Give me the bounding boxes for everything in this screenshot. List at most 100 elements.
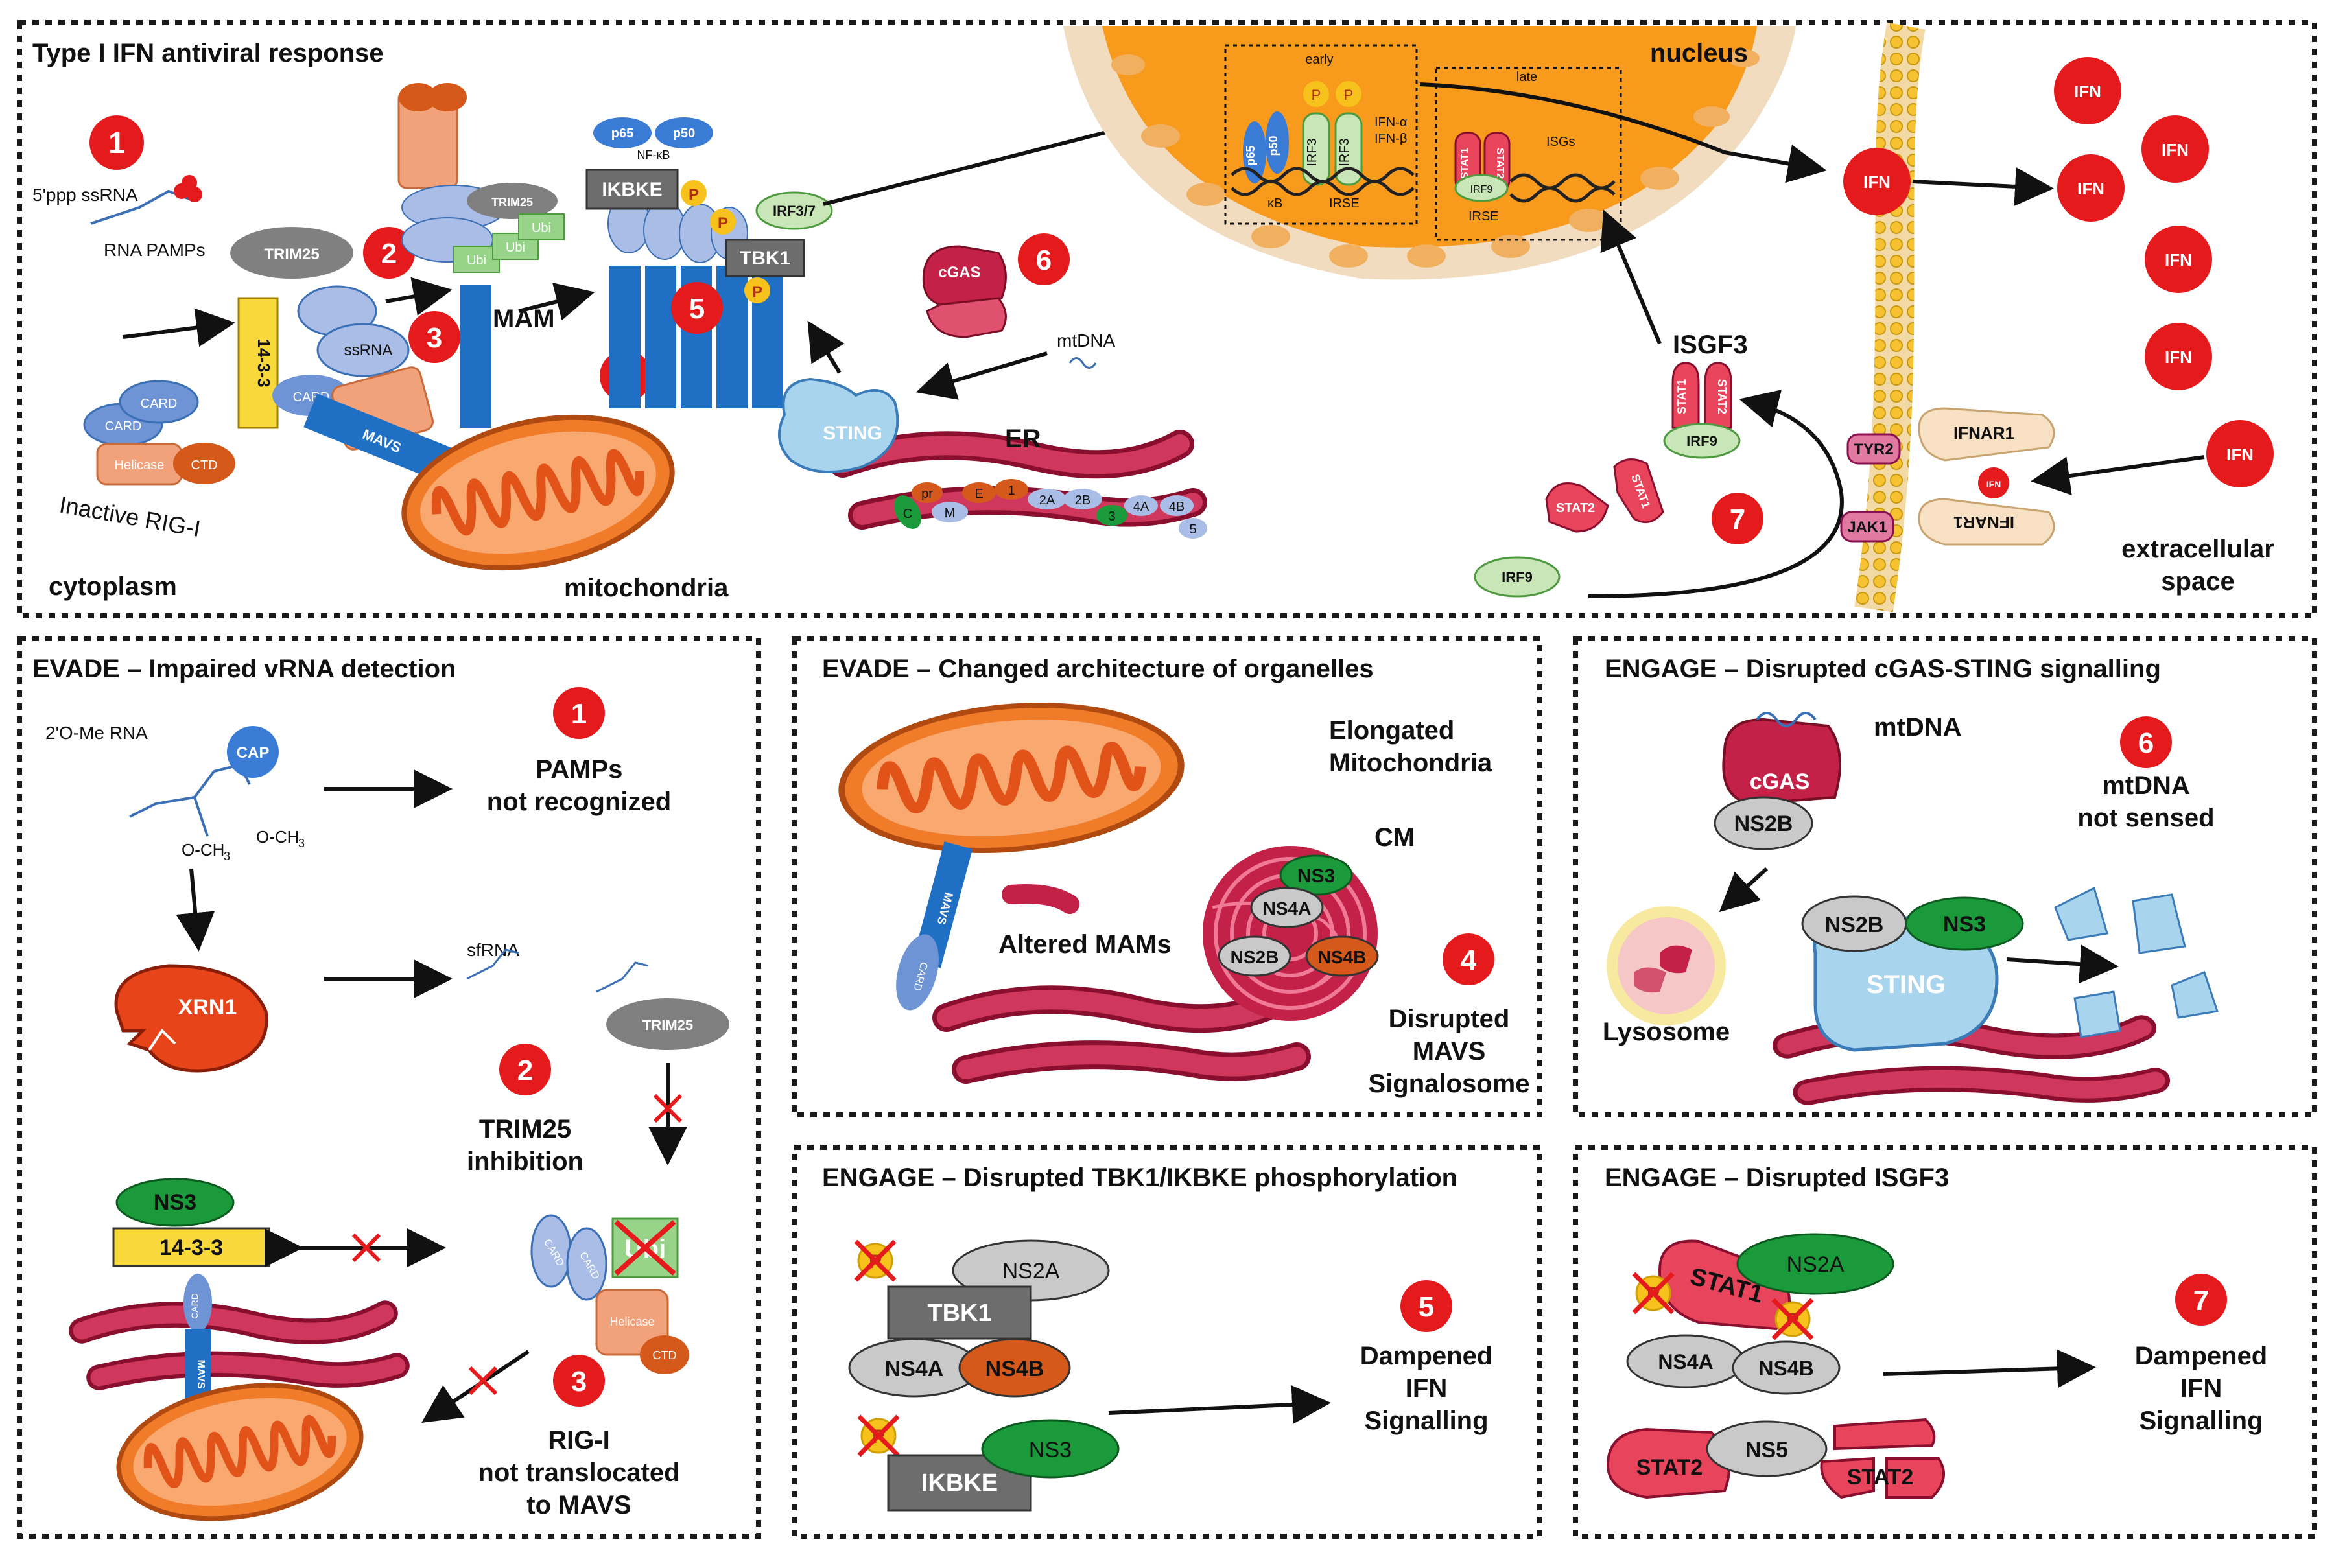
mavs-bar: MAVS bbox=[303, 393, 462, 486]
svg-text:5: 5 bbox=[689, 293, 705, 325]
sting-fragments bbox=[2054, 886, 2219, 1038]
stat2-fragmented: STAT2 bbox=[1820, 1418, 1945, 1499]
panel-title-vrna: EVADE – Impaired vRNA detection bbox=[32, 655, 456, 683]
svg-text:IRF9: IRF9 bbox=[1470, 184, 1493, 195]
svg-text:4B: 4B bbox=[1169, 500, 1185, 514]
svg-text:O-CH: O-CH bbox=[182, 840, 224, 860]
dampened-isgf3-2: IFN bbox=[2180, 1374, 2222, 1403]
ifn-molecule: IFN bbox=[2141, 115, 2209, 183]
arrow-1 bbox=[123, 308, 235, 347]
svg-text:TBK1: TBK1 bbox=[927, 1300, 991, 1327]
svg-text:p65: p65 bbox=[611, 126, 633, 141]
ifn-molecule: IFN bbox=[2145, 323, 2212, 390]
svg-text:5: 5 bbox=[1189, 522, 1196, 537]
viral-polyprotein: C pr M E 1 2A 2B 3 4A 4B 5 bbox=[894, 479, 1207, 539]
svg-text:P: P bbox=[689, 186, 699, 204]
disrupted-label-1: Disrupted bbox=[1389, 1005, 1510, 1033]
svg-text:2B: 2B bbox=[1075, 493, 1090, 508]
mitochondria-label: mitochondria bbox=[564, 574, 729, 602]
panel-title-ifn: Type I IFN antiviral response bbox=[32, 39, 384, 67]
elongated-label-2: Mitochondria bbox=[1329, 749, 1492, 777]
ns3-tbk: NS3 bbox=[981, 1419, 1120, 1479]
svg-text:14-3-3: 14-3-3 bbox=[159, 1235, 223, 1260]
ns4b-cm: NS4B bbox=[1305, 935, 1379, 977]
svg-text:STAT2: STAT2 bbox=[1847, 1465, 1914, 1490]
svg-text:IRF9: IRF9 bbox=[1686, 433, 1717, 449]
cytoplasm-label: cytoplasm bbox=[49, 572, 177, 601]
inactive-rig-i-label: Inactive RIG-I bbox=[58, 491, 203, 543]
svg-text:IFN: IFN bbox=[2226, 445, 2254, 464]
stat2-free: STAT2 bbox=[1545, 482, 1609, 533]
svg-text:IRF3: IRF3 bbox=[1305, 138, 1319, 166]
arrow-to-lysosome bbox=[1719, 867, 1769, 913]
svg-text:3: 3 bbox=[298, 837, 305, 850]
stat2-isgf3: STAT2 bbox=[1606, 1427, 1730, 1499]
svg-text:Helicase: Helicase bbox=[609, 1315, 654, 1328]
plasma-membrane bbox=[1854, 22, 1926, 613]
svg-text:STAT2: STAT2 bbox=[1715, 379, 1728, 414]
trim25-oval: TRIM25 bbox=[230, 227, 353, 279]
arrow-ifn-out bbox=[1419, 82, 1827, 183]
svg-text:p50: p50 bbox=[673, 126, 695, 141]
badge-5: 5 bbox=[671, 282, 723, 334]
svg-text:STAT1: STAT1 bbox=[1675, 379, 1688, 414]
svg-text:IFNAR1: IFNAR1 bbox=[1953, 423, 2014, 443]
svg-text:NS4B: NS4B bbox=[1758, 1357, 1813, 1380]
svg-text:ssRNA: ssRNA bbox=[344, 342, 393, 359]
svg-text:IRSE: IRSE bbox=[1329, 196, 1360, 211]
mtdna-header: mtDNA bbox=[1874, 713, 1962, 742]
svg-text:NF-κB: NF-κB bbox=[637, 148, 670, 161]
sfrna-strand bbox=[466, 948, 519, 980]
block-mark-trim25 bbox=[653, 1094, 683, 1123]
ns2b-cm: NS2B bbox=[1218, 935, 1291, 977]
svg-text:2: 2 bbox=[381, 238, 397, 270]
badge-7: 7 bbox=[1712, 493, 1763, 544]
svg-text:7: 7 bbox=[1730, 504, 1745, 535]
pamps-not-recognized-1: PAMPs bbox=[536, 755, 623, 784]
badge-4-organelles: 4 bbox=[1443, 933, 1494, 985]
elongated-mitochondrion bbox=[836, 692, 1187, 864]
panel-tbk1-ikbke bbox=[792, 1145, 1542, 1539]
ifn-molecule: IFN bbox=[2145, 226, 2212, 293]
svg-text:Helicase: Helicase bbox=[115, 458, 165, 473]
svg-text:NS3: NS3 bbox=[154, 1190, 196, 1215]
er-vrna bbox=[82, 1313, 397, 1377]
svg-text:Ubi: Ubi bbox=[467, 253, 486, 268]
rig-i-text-3: to MAVS bbox=[526, 1491, 631, 1519]
svg-text:3: 3 bbox=[427, 322, 442, 354]
svg-text:CTD: CTD bbox=[191, 458, 217, 473]
sting-top: STING bbox=[778, 377, 899, 473]
ns4a-tbk: NS4A bbox=[848, 1338, 980, 1398]
svg-text:NS4B: NS4B bbox=[985, 1357, 1044, 1381]
mavs-pillar bbox=[460, 285, 491, 428]
svg-text:cGAS: cGAS bbox=[1750, 769, 1810, 794]
ns4b-tbk: NS4B bbox=[958, 1338, 1071, 1398]
block-mark-14-3-3 bbox=[351, 1233, 381, 1263]
svg-text:6: 6 bbox=[1036, 244, 1052, 276]
ns3-vrna: NS3 bbox=[115, 1178, 235, 1227]
ifn-molecule: IFN bbox=[1843, 148, 1911, 215]
svg-text:P: P bbox=[1312, 87, 1321, 103]
early-complex: p65 p50 IRF3 IRF3 P P κB IRSE IFN-α IFN-… bbox=[1231, 81, 1415, 211]
early-label: early bbox=[1305, 53, 1333, 67]
capped-rna: CAP O-CH 3 O-CH 3 bbox=[129, 726, 305, 863]
arrow-assembly bbox=[1588, 390, 1844, 598]
svg-text:NS3: NS3 bbox=[1297, 865, 1335, 887]
arrow-to-xrn1 bbox=[176, 868, 215, 952]
p-blocked-stat-1 bbox=[1634, 1274, 1673, 1313]
svg-text:E: E bbox=[974, 487, 983, 501]
ns4a-cm: NS4A bbox=[1250, 887, 1324, 928]
ifn-molecule: IFN bbox=[2054, 57, 2121, 124]
svg-text:7: 7 bbox=[2193, 1285, 2209, 1316]
tbk1-box: TBK1 bbox=[887, 1285, 1032, 1340]
altered-mams-label: Altered MAMs bbox=[998, 930, 1172, 959]
svg-text:cGAS: cGAS bbox=[938, 264, 980, 281]
svg-text:IFN-α: IFN-α bbox=[1374, 115, 1407, 130]
trim25-vrna: TRIM25 bbox=[606, 998, 729, 1050]
disrupted-label-3: Signalosome bbox=[1369, 1070, 1530, 1098]
svg-text:STING: STING bbox=[1867, 970, 1946, 999]
ns2b-cgas: NS2B bbox=[1714, 796, 1813, 850]
svg-text:IFNAR1: IFNAR1 bbox=[1953, 513, 2014, 532]
svg-text:IRF3: IRF3 bbox=[1338, 138, 1352, 166]
block-mark-rig-i bbox=[468, 1366, 498, 1396]
